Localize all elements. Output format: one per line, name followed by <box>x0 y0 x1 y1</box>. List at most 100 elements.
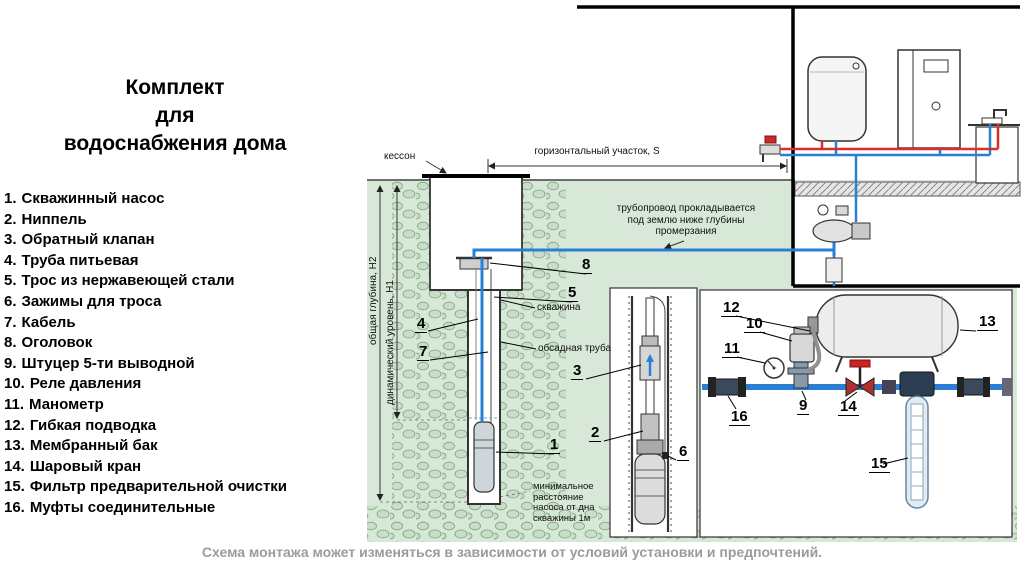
label-horizontal-section: горизонтальный участок, S <box>534 146 660 157</box>
callout-leaders <box>427 262 977 465</box>
diagram-canvas <box>367 5 1021 542</box>
legend-item-number: 9. <box>4 354 17 372</box>
legend-item: 15.Фильтр предварительной очистки <box>4 477 287 498</box>
label-kesson: кессон <box>384 151 416 162</box>
legend-item-number: 6. <box>4 292 17 310</box>
inset-equipment-detail <box>699 289 1013 538</box>
pressure-gauge <box>763 357 785 379</box>
label-pipeline-note: трубопровод прокладывается под землю ниж… <box>616 203 756 237</box>
legend-item: 3.Обратный клапан <box>4 230 287 251</box>
label-well: скважина <box>537 302 581 313</box>
callout-3: 3 <box>571 362 584 380</box>
label-min-distance: минимальное расстояние насоса от дна скв… <box>533 481 595 524</box>
legend-item: 9.Штуцер 5-ти выводной <box>4 354 287 375</box>
detail-pump <box>634 453 666 525</box>
legend-item-label: Шаровый кран <box>29 457 142 475</box>
pressure-switch <box>789 326 815 363</box>
callout-13: 13 <box>977 313 998 331</box>
legend-item-number: 11. <box>4 395 25 413</box>
legend-item: 2.Ниппель <box>4 210 287 231</box>
legend-item: 8.Оголовок <box>4 333 287 354</box>
house <box>577 5 1021 288</box>
legend-item-number: 16. <box>4 498 25 516</box>
legend-item-number: 2. <box>4 210 17 228</box>
union-coupling-left <box>708 377 746 397</box>
label-total-depth: общая глубина, Н2 <box>368 256 379 345</box>
coupling-small <box>882 380 896 394</box>
callout-1: 1 <box>548 436 561 454</box>
legend-item-label: Мембранный бак <box>29 437 158 455</box>
ball-valve <box>845 359 875 397</box>
legend-item: 7.Кабель <box>4 313 287 334</box>
flexible-hose <box>807 326 822 372</box>
dimension-lines <box>376 159 788 503</box>
callout-10: 10 <box>744 315 765 333</box>
legend-item: 6.Зажимы для троса <box>4 292 287 313</box>
legend-item: 11.Манометр <box>4 395 287 416</box>
boiler <box>807 56 867 142</box>
legend-item-number: 1. <box>4 190 17 207</box>
detail-nipple <box>640 413 660 441</box>
legend-item-label: Штуцер 5-ти выводной <box>21 354 195 372</box>
legend-item-number: 5. <box>4 272 17 290</box>
callout-2: 2 <box>589 424 602 442</box>
five-way-fitting <box>787 361 815 389</box>
legend-item-label: Муфты соединительные <box>29 498 216 516</box>
legend-item-number: 7. <box>4 313 17 331</box>
legend-item-label: Скважинный насос <box>21 190 165 207</box>
legend-item-number: 14. <box>4 457 25 475</box>
inset-well-detail <box>609 287 698 538</box>
legend-item-number: 4. <box>4 251 17 269</box>
callout-5: 5 <box>566 284 579 302</box>
legend-item: 13.Мембранный бак <box>4 436 287 457</box>
callout-11: 11 <box>722 340 742 358</box>
legend-item: 10.Реле давления <box>4 374 287 395</box>
legend-item-label: Обратный клапан <box>21 231 155 249</box>
legend-item-label: Реле давления <box>29 375 142 393</box>
legend-item-label: Труба питьевая <box>21 251 139 269</box>
footer-caption: Схема монтажа может изменяться в зависим… <box>201 544 823 560</box>
legend-item: 12.Гибкая подводка <box>4 416 287 437</box>
legend-item-number: 13. <box>4 437 25 455</box>
label-dynamic-level: динамический уровень, Н1 <box>385 280 396 405</box>
legend-item: 5.Трос из нержавеющей стали <box>4 271 287 292</box>
legend-item-label: Гибкая подводка <box>29 416 157 434</box>
legend-item: 16.Муфты соединительные <box>4 498 287 519</box>
legend-item: 4.Труба питьевая <box>4 251 287 272</box>
union-coupling-right <box>957 377 1012 397</box>
sink <box>968 109 1020 184</box>
membrane-tank <box>807 294 959 373</box>
callout-9: 9 <box>797 397 810 415</box>
callout-16: 16 <box>729 408 750 426</box>
legend-item-label: Ниппель <box>21 210 87 228</box>
wall-unit <box>897 49 961 149</box>
callout-15: 15 <box>869 455 890 473</box>
legend-item-label: Оголовок <box>21 334 93 352</box>
legend-item-label: Кабель <box>21 313 76 331</box>
legend-list: 1.Скважинный насос 2.Ниппель 3.Обратный … <box>4 189 287 519</box>
legend-item: 14.Шаровый кран <box>4 457 287 478</box>
submersible-pump <box>473 421 495 493</box>
callout-4: 4 <box>415 315 428 333</box>
page-title: Комплект для водоснабжения дома <box>63 76 287 155</box>
pre-filter <box>899 371 935 509</box>
legend-item-label: Фильтр предварительной очистки <box>29 478 288 496</box>
wellhead <box>456 256 492 270</box>
outdoor-faucet <box>759 135 781 162</box>
legend-item-number: 15. <box>4 478 25 496</box>
well <box>467 269 501 505</box>
legend-item-label: Зажимы для троса <box>21 292 162 310</box>
label-casing-pipe: обсадная труба <box>538 343 612 354</box>
legend-item: 1.Скважинный насос <box>4 189 287 210</box>
callout-6: 6 <box>677 443 690 461</box>
legend-item-number: 10. <box>4 375 25 393</box>
pump-station <box>812 204 871 283</box>
detail-cable <box>649 295 666 452</box>
hot-water-pipes <box>780 124 1000 151</box>
callout-8: 8 <box>580 256 593 274</box>
callout-7: 7 <box>417 343 430 361</box>
callout-12: 12 <box>721 299 742 317</box>
detail-cable-clamp <box>662 452 669 459</box>
legend-item-label: Манометр <box>29 395 104 413</box>
